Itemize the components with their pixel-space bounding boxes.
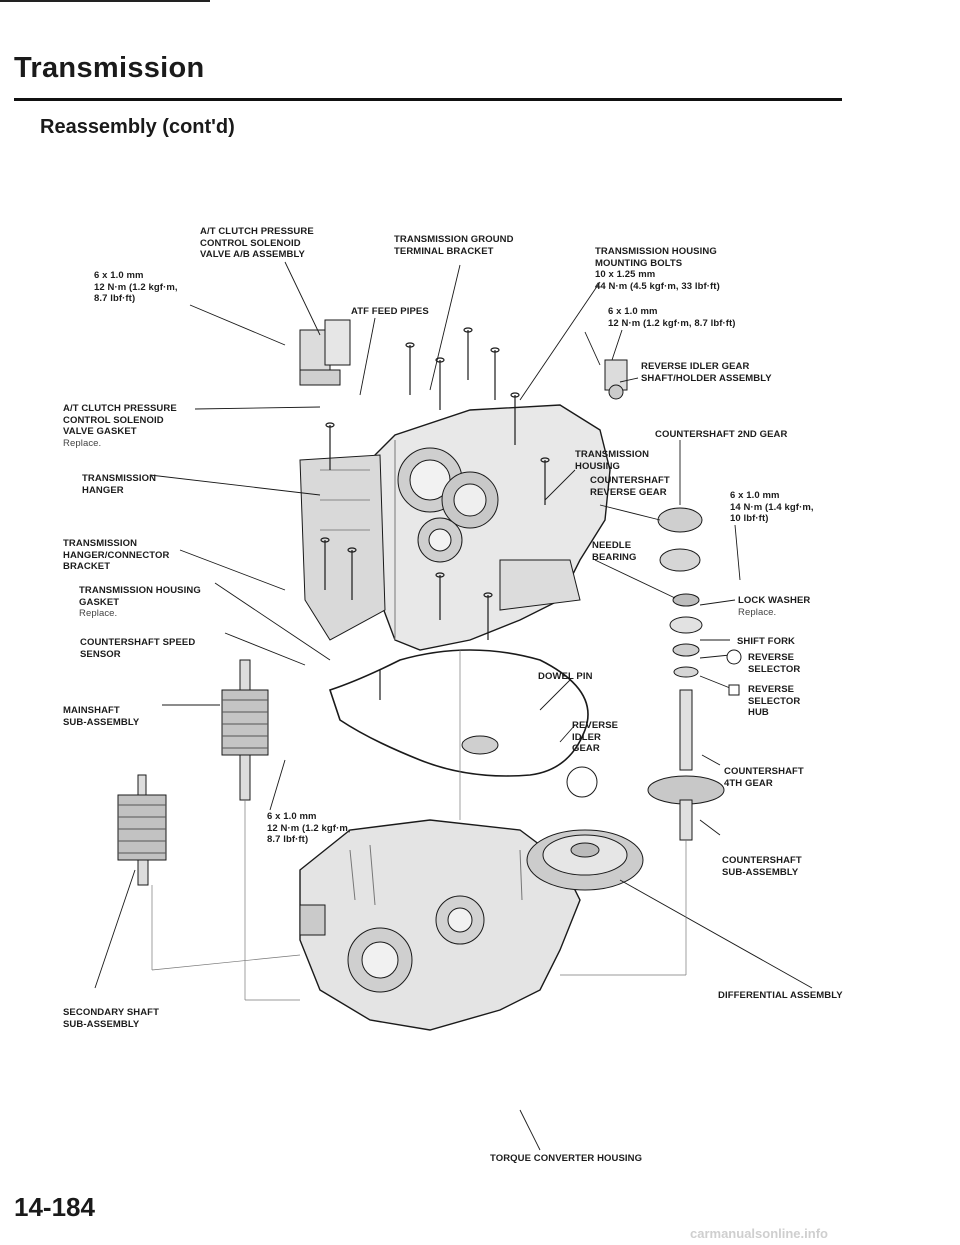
label-transmission-hanger: TRANSMISSION HANGER [82,473,157,496]
page-title: Transmission [14,52,205,84]
top-edge-line [0,0,210,2]
label-countershaft-reverse-gear: COUNTERSHAFT REVERSE GEAR [590,475,670,498]
note-lock-washer: Replace. [738,606,777,618]
assembly-guide-lines [151,650,687,1001]
label-mainshaft-sub-assembly: MAINSHAFT SUB-ASSEMBLY [63,705,140,728]
solenoid-valve-illustration [299,319,351,386]
label-reverse-selector-hub: REVERSE SELECTOR HUB [748,684,801,718]
label-needle-bearing: NEEDLE BEARING [592,540,637,563]
label-reverse-idler-gear-shaft: REVERSE IDLER GEAR SHAFT/HOLDER ASSEMBLY [641,361,772,384]
label-torque-converter-housing: TORQUE CONVERTER HOUSING [490,1153,643,1164]
watermark: carmanualsonline.info [690,1226,828,1241]
secondary-shaft-illustration [117,774,167,886]
housing-gasket-illustration [328,649,589,777]
label-ground-terminal-bracket: TRANSMISSION GROUND TERMINAL BRACKET [394,234,514,257]
label-nut-6x1: 6 x 1.0 mm 14 N·m (1.4 kgf·m, 10 lbf·ft) [730,490,814,524]
label-dowel-pin: DOWEL PIN [538,671,593,682]
leader-lines [94,261,813,1151]
label-reverse-idler-gear: REVERSE IDLER GEAR [572,720,619,754]
label-countershaft-speed-sensor: COUNTERSHAFT SPEED SENSOR [80,637,196,660]
label-bolt-6x1-bottom: 6 x 1.0 mm 12 N·m (1.2 kgf·m, 8.7 lbf·ft… [267,811,351,845]
transmission-housing-illustration [299,404,611,651]
label-atf-feed-pipes: ATF FEED PIPES [351,306,429,317]
note-solenoid-gasket: Replace. [63,437,102,449]
label-transmission-housing: TRANSMISSION HOUSING [575,449,650,472]
reverse-idler-gear-illustration [461,735,499,755]
label-bolt-6x1-left: 6 x 1.0 mm 12 N·m (1.2 kgf·m, 8.7 lbf·ft… [94,270,178,304]
reverse-idler-shaft-holder-illustration [604,359,628,400]
label-countershaft-2nd-gear: COUNTERSHAFT 2ND GEAR [655,429,788,440]
title-rule [14,98,842,101]
differential-illustration [526,829,644,891]
note-housing-gasket: Replace. [79,608,118,619]
countershaft-stack-illustration [647,507,725,841]
torque-converter-housing-illustration [299,819,581,1031]
label-solenoid-valve-assembly: A/T CLUTCH PRESSURE CONTROL SOLENOID VAL… [200,226,314,260]
reverse-selector-icons [566,649,742,798]
label-differential-assembly: DIFFERENTIAL ASSEMBLY [718,990,843,1001]
label-solenoid-gasket: A/T CLUTCH PRESSURE CONTROL SOLENOID VAL… [63,403,177,449]
label-hanger-connector-bracket: TRANSMISSION HANGER/CONNECTOR BRACKET [63,538,170,572]
label-secondary-shaft-sub-assembly: SECONDARY SHAFT SUB-ASSEMBLY [63,1007,159,1030]
label-reverse-selector: REVERSE SELECTOR [748,652,801,675]
label-shift-fork: SHIFT FORK [737,636,795,647]
housing-bolts-illustration [320,327,550,700]
label-bolt-6x1-right: 6 x 1.0 mm 12 N·m (1.2 kgf·m, 8.7 lbf·ft… [608,306,736,329]
label-countershaft-sub-assembly: COUNTERSHAFT SUB-ASSEMBLY [722,855,802,878]
label-housing-mounting-bolts: TRANSMISSION HOUSING MOUNTING BOLTS 10 x… [595,246,720,292]
label-countershaft-4th-gear: COUNTERSHAFT 4TH GEAR [724,766,804,789]
mainshaft-illustration [221,659,269,801]
section-subtitle: Reassembly (cont'd) [40,116,235,138]
page-number: 14-184 [14,1192,95,1222]
